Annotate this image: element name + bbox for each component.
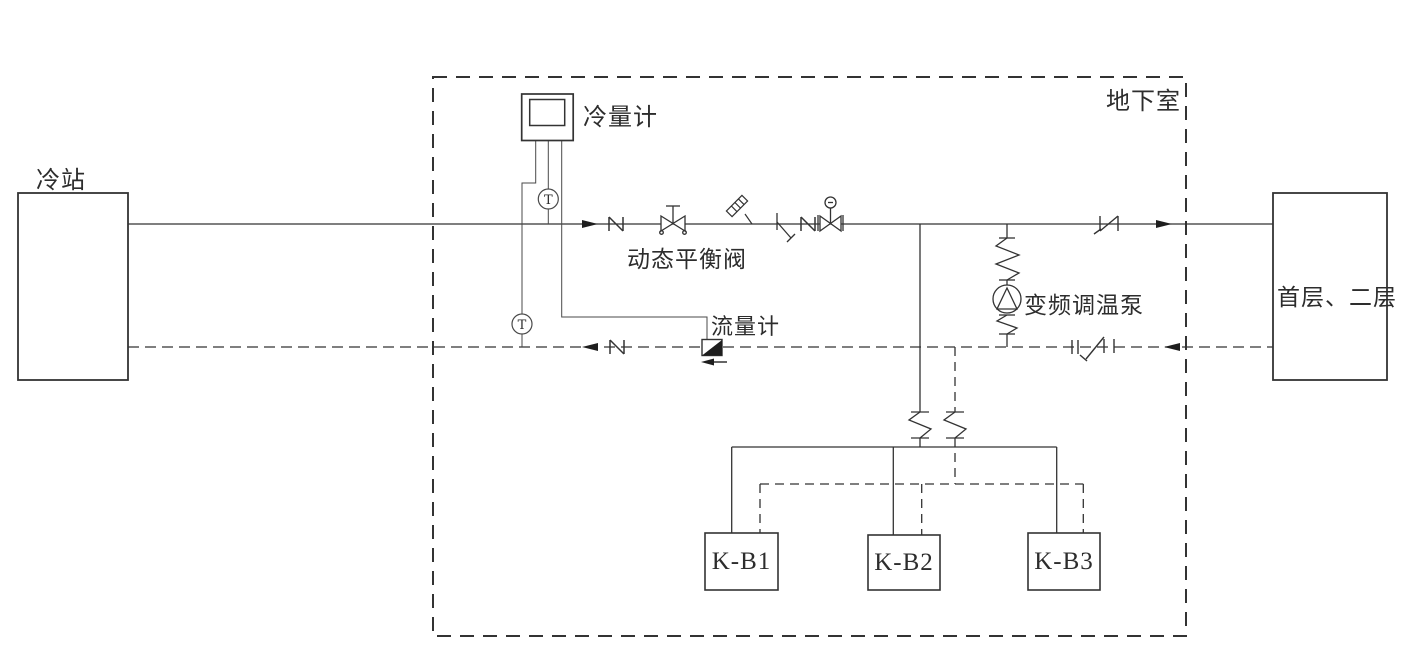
valve-supply-2-icon [800,216,816,232]
valve-supply-1-icon [608,216,624,232]
vfd-pump-label: 变频调温泵 [1024,293,1144,318]
unit-kb3-label: K-B3 [1034,548,1094,575]
flex-connector-top-icon [994,237,1021,281]
flex-connector-bottom-icon [995,314,1019,335]
cold-station-box [17,192,129,381]
valve-return-icon [609,339,625,355]
flow-meter-label: 流量计 [711,314,781,339]
temp-sensor-supply-letter: T [544,193,553,208]
return-arrow-right-icon [1164,343,1180,351]
unit-kb2-label: K-B2 [874,549,934,576]
main-pipes [128,223,1273,348]
check-valve-return-icon [1071,336,1115,362]
temp-sensors: T T [511,188,559,335]
pump-icon [992,284,1022,314]
return-arrow-left-icon [582,343,598,351]
wire-flow-sensor [561,140,708,340]
unit-kb1-label: K-B1 [711,548,772,575]
check-valve-supply-icon [1093,215,1119,235]
flow-meter-icon [701,338,727,366]
temp-sensor-supply-icon [537,188,559,210]
cooling-meter-icon [520,93,575,142]
cooling-meter-wires [521,140,708,347]
unit-kb2-box [867,534,941,591]
branch-risers [907,224,968,484]
floors-label: 首层、二层 [1277,285,1397,310]
cold-station-label: 冷站 [36,168,86,194]
thermometer-icon [725,194,753,225]
temp-sensor-return-letter: T [518,318,527,333]
floors-box [1272,192,1388,381]
dynamic-balancing-valve-label: 动态平衡阀 [627,247,747,272]
basement-label: 地下室 [1106,89,1181,115]
cooling-meter-label: 冷量计 [583,105,658,131]
motorized-valve-icon [817,196,844,233]
return-riser-flex-icon [942,411,968,439]
flow-arrows [582,220,1180,351]
unit-boxes [704,532,1101,591]
unit-kb3-box [1027,532,1101,591]
supply-arrow-left-icon [582,220,598,228]
unit-headers [731,446,1084,535]
temp-sensor-return-icon [511,313,533,335]
supply-arrow-right-icon [1156,220,1172,228]
pump-assembly [992,224,1022,347]
dynamic-balancing-valve-icon [659,205,687,235]
supply-riser-flex-icon [907,411,933,439]
wire-return-sensor [521,140,537,314]
shutoff-valves [608,216,816,355]
unit-kb1-box [704,532,779,591]
basement-boundary [432,76,1187,637]
test-point-icon [776,213,796,243]
